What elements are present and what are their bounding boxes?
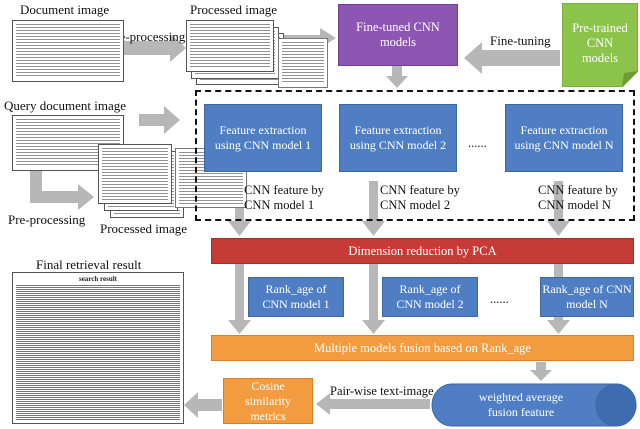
arrow-fn-down <box>547 181 570 236</box>
arrow-pairwise <box>316 393 430 415</box>
fusion-bar: Multiple models fusion based on Rank_age <box>211 335 634 361</box>
label-processed-image-bottom: Processed image <box>100 221 188 236</box>
arrow-query-down <box>30 170 94 210</box>
pretrained-cnn-box: Pre-trained CNN models <box>566 12 634 74</box>
label-processed-image-top: Processed image <box>190 2 278 17</box>
cnn-feature-n-caption: CNN feature by CNN model N <box>538 183 618 212</box>
feature-extraction-n-text: Feature extraction using CNN model N <box>514 123 614 152</box>
arrow-f2-down <box>362 181 385 236</box>
feature-extraction-2: Feature extraction using CNN model 2 <box>339 104 457 172</box>
label-preprocessing-bottom: Pre-processing <box>8 212 86 227</box>
arrow-r2-down <box>362 264 385 334</box>
label-preprocessing-top: Pre-processing <box>108 29 186 44</box>
rank-age-2: Rank_age of CNN model 2 <box>382 277 478 317</box>
pretrained-cnn-shape <box>562 3 638 87</box>
arrow-to-result <box>184 392 222 418</box>
rank-age-2-text: Rank_age of CNN model 2 <box>396 282 464 311</box>
feature-extraction-1: Feature extraction using CNN model 1 <box>204 104 322 172</box>
cnn-feature-1-caption: CNN feature by CNN model 1 <box>244 183 324 212</box>
feature-extraction-2-text: Feature extraction using CNN model 2 <box>349 123 447 152</box>
rank-ellipsis: ...... <box>490 292 509 306</box>
rank-age-n-text: Rank_age of CNN model N <box>542 282 632 311</box>
label-final-retrieval-result: Final retrieval result <box>36 257 142 272</box>
rank-age-n: Rank_age of CNN model N <box>540 277 634 317</box>
pretrained-cnn-text: Pre-trained CNN models <box>572 20 628 65</box>
processed-image-bottom-1 <box>98 144 172 204</box>
fine-tuned-cnn-box: Fine-tuned CNN models <box>338 4 458 66</box>
cosine-similarity-text: Cosine similarity metrics <box>245 378 291 423</box>
arrow-finetuning <box>464 42 560 74</box>
pca-text: Dimension reduction by PCA <box>348 243 497 258</box>
arrow-preprocess-top <box>124 34 186 62</box>
arrow-query-bent <box>127 106 180 145</box>
arrow-r1-down <box>228 264 251 334</box>
cosine-similarity-box: Cosine similarity metrics <box>223 378 313 424</box>
weighted-average-box: weighted average fusion feature <box>446 386 596 424</box>
rank-age-1: Rank_age of CNN model 1 <box>248 277 344 317</box>
pca-bar: Dimension reduction by PCA <box>211 238 634 264</box>
final-retrieval-result-thumb: search result <box>12 272 184 424</box>
rank-age-1-text: Rank_age of CNN model 1 <box>262 282 330 311</box>
arrow-f1-down <box>228 181 251 236</box>
weighted-average-text: weighted average fusion feature <box>478 390 564 419</box>
arrow-fusion-down <box>530 362 552 381</box>
document-image-thumb <box>12 20 124 82</box>
label-fine-tuning: Fine-tuning <box>490 33 551 48</box>
feature-extraction-region <box>195 90 635 221</box>
processed-image-top-extra <box>278 38 328 88</box>
fusion-text: Multiple models fusion based on Rank_age <box>314 340 531 355</box>
label-document-image: Document image <box>20 2 110 17</box>
search-result-heading: search result <box>78 275 118 283</box>
label-pair-wise: Pair-wise text-image <box>330 384 434 398</box>
cnn-feature-2-caption: CNN feature by CNN model 2 <box>380 183 460 212</box>
processed-image-top-1 <box>186 20 274 72</box>
fine-tuned-cnn-text: Fine-tuned CNN models <box>356 20 440 49</box>
feature-extraction-1-text: Feature extraction using CNN model 1 <box>214 123 312 152</box>
weighted-cylinder-shape <box>431 383 637 427</box>
arrow-finetuned-down <box>386 66 408 88</box>
feature-ellipsis: ...... <box>468 136 487 150</box>
label-query-document-image: Query document image <box>4 98 127 113</box>
feature-extraction-n: Feature extraction using CNN model N <box>505 104 623 172</box>
